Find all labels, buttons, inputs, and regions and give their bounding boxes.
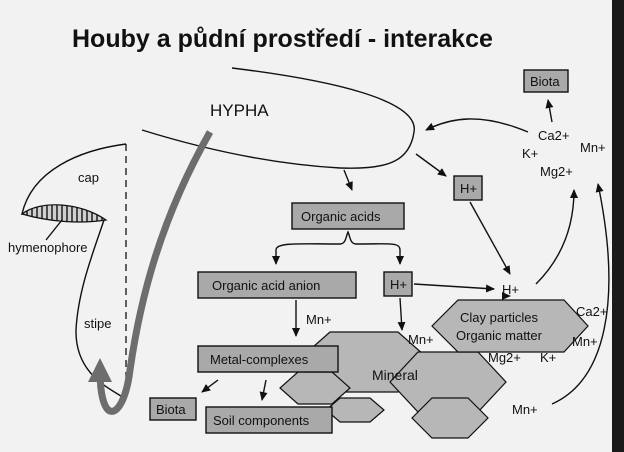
- arrow-to-biota-top: [545, 99, 554, 123]
- clay-line-2: Organic matter: [456, 328, 543, 343]
- clay-organic-hexagon: [431, 299, 589, 353]
- h-plus-free-label: H+: [502, 282, 519, 297]
- acid-brace: [275, 230, 401, 251]
- flow-arrows: [201, 99, 610, 405]
- organic-acid-anion-label: Organic acid anion: [212, 278, 320, 293]
- biota-top-label: Biota: [530, 74, 560, 89]
- hymenophore-gills: [20, 204, 108, 223]
- metal-complexes-label: Metal-complexes: [210, 352, 309, 367]
- mg-bottom-label: Mg2+: [488, 350, 521, 365]
- arrow-hplus-top-down: [469, 201, 511, 275]
- cap-label: cap: [78, 170, 99, 185]
- biota-left-box: [149, 397, 197, 421]
- k-top-label: K+: [522, 146, 538, 161]
- ca-top-label: Ca2+: [538, 128, 569, 143]
- biota-left-label: Biota: [156, 402, 186, 417]
- biota-top-box: [523, 69, 569, 93]
- mn-label-2: Mn+: [408, 332, 434, 347]
- k-bottom-label: K+: [540, 350, 556, 365]
- metal-complexes-box: [197, 345, 339, 373]
- organic-acids-label: Organic acids: [301, 209, 381, 224]
- soil-components-box: [205, 406, 333, 434]
- mineral-label: Mineral: [372, 367, 418, 383]
- mn-top-label: Mn+: [580, 140, 606, 155]
- hypha-label: HYPHA: [210, 101, 269, 120]
- arrow-metal-to-soil: [259, 379, 268, 401]
- h-plus-top-box: [453, 175, 483, 201]
- arrow-hypha-to-acids: [343, 169, 353, 191]
- arrow-hypha-to-hplus: [415, 153, 447, 177]
- arrow-bottom-to-ions: [551, 183, 610, 405]
- h-plus-top-label: H+: [460, 181, 477, 196]
- arrow-free-to-ions: [535, 189, 578, 285]
- arrow-hplus-to-free: [413, 283, 495, 293]
- slide-title: Houby a půdní prostředí - interakce: [72, 25, 493, 53]
- arrow-hplus-mid-down: [397, 297, 406, 331]
- mg-top-label: Mg2+: [540, 164, 573, 179]
- h-plus-mid-label: H+: [390, 277, 407, 292]
- hypha-outline: [141, 67, 415, 169]
- organic-acid-anion-box: [197, 271, 357, 299]
- mineral-hex-bottom: [411, 397, 489, 439]
- fungus-diagram: cap hymenophore stipe: [8, 130, 214, 415]
- hypha-growth-arrow: [88, 130, 214, 415]
- hymenophore-label: hymenophore: [8, 240, 88, 255]
- ca-right-label: Ca2+: [576, 304, 607, 319]
- mn-label-1: Mn+: [306, 312, 332, 327]
- stipe-label: stipe: [84, 316, 111, 331]
- arrow-metal-to-biota: [201, 379, 219, 393]
- soil-components-label: Soil components: [213, 413, 310, 428]
- mn-label-4: Mn+: [512, 402, 538, 417]
- hymenophore-pointer: [45, 219, 63, 241]
- arrow-ions-to-hypha: [425, 118, 529, 133]
- organic-acids-box: [291, 202, 405, 230]
- mn-label-3: Mn+: [572, 334, 598, 349]
- clay-line-1: Clay particles: [460, 310, 539, 325]
- h-plus-mid-box: [383, 271, 413, 297]
